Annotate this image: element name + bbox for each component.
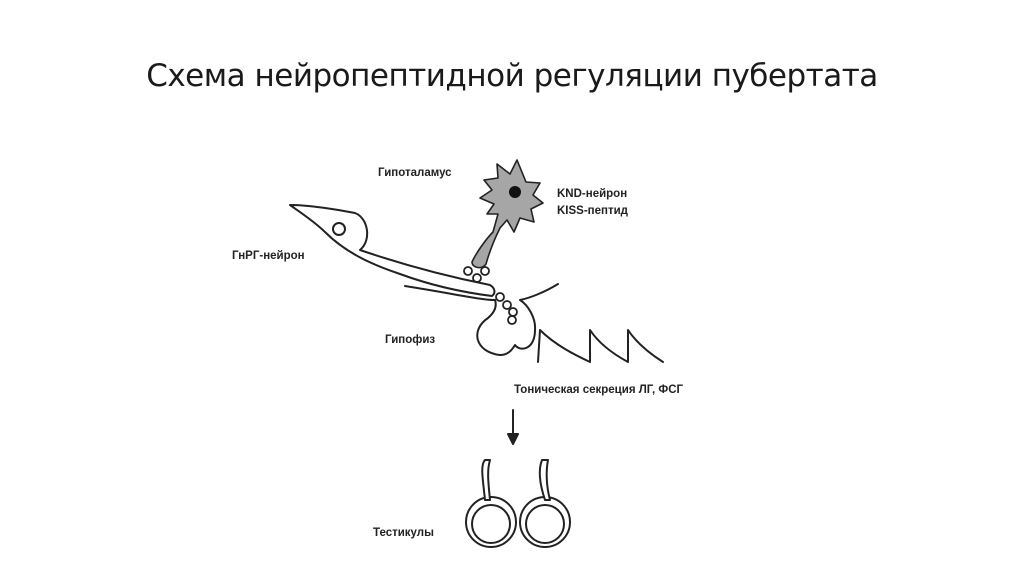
gnrh-neuron-nucleus bbox=[333, 223, 345, 235]
knd-neuron-nucleus bbox=[509, 186, 521, 198]
label-gnrh-neuron: ГнРГ-нейрон bbox=[232, 249, 305, 263]
label-pituitary: Гипофиз bbox=[385, 333, 435, 347]
arrow-down-head bbox=[508, 434, 518, 444]
testicles-shape bbox=[466, 460, 570, 547]
label-tonic-secretion: Тоническая секреция ЛГ, ФСГ bbox=[514, 383, 683, 397]
gnrh-neuron-shape bbox=[290, 205, 494, 296]
knd-neuron-shape bbox=[472, 160, 543, 268]
label-testicles: Тестикулы bbox=[373, 526, 434, 540]
label-kiss-peptide: KISS-пептид bbox=[557, 204, 628, 218]
label-hypothalamus: Гипоталамус bbox=[378, 166, 452, 180]
tonic-secretion-waveform bbox=[538, 330, 663, 362]
label-knd-neuron: KND-нейрон bbox=[557, 187, 627, 201]
